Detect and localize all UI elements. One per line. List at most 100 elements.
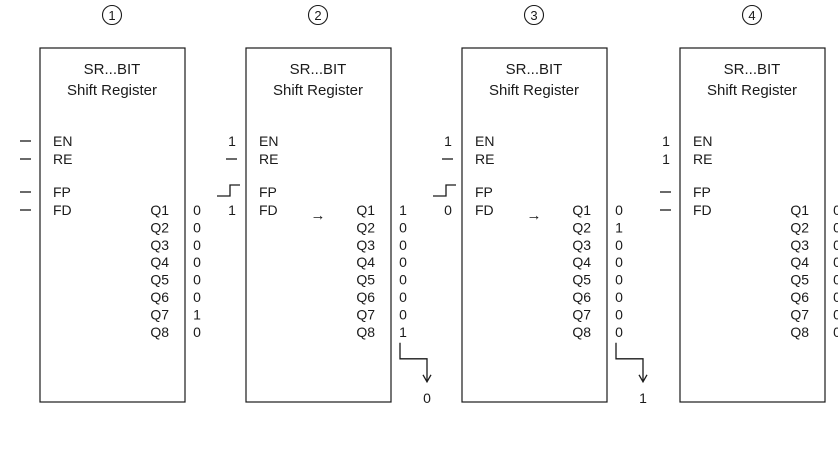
block-type: SR...BIT	[506, 61, 563, 78]
register-box	[461, 47, 608, 403]
output-value-q3: 0	[193, 237, 201, 253]
output-value-q4: 0	[193, 254, 201, 270]
step-marker-circle	[307, 4, 329, 26]
shifted-out-bit: 1	[639, 390, 647, 406]
input-state-value: 1	[228, 202, 236, 218]
register-box	[245, 47, 392, 403]
shift-arrow-icon: →	[311, 207, 326, 224]
output-label-q3: Q3	[572, 237, 591, 253]
output-value-q7: 0	[399, 306, 407, 322]
block-type: SR...BIT	[290, 61, 347, 78]
output-label-q1: Q1	[572, 202, 591, 218]
output-value-q8: 0	[833, 324, 838, 340]
output-value-q4: 0	[833, 254, 838, 270]
block-name: Shift Register	[707, 82, 797, 99]
shift-out-line	[615, 342, 644, 381]
output-label-q2: Q2	[150, 219, 169, 235]
step-marker-circle	[741, 4, 763, 26]
input-label-re: RE	[259, 151, 278, 167]
output-value-q6: 0	[615, 289, 623, 305]
block-name: Shift Register	[489, 82, 579, 99]
output-value-q5: 0	[193, 272, 201, 288]
output-value-q4: 0	[615, 254, 623, 270]
input-label-en: EN	[53, 133, 72, 149]
output-label-q4: Q4	[790, 254, 809, 270]
output-value-q5: 0	[399, 272, 407, 288]
input-label-fd: FD	[259, 202, 278, 218]
step-number: 2	[314, 8, 321, 23]
output-label-q4: Q4	[572, 254, 591, 270]
output-value-q1: 0	[193, 202, 201, 218]
input-label-re: RE	[53, 151, 72, 167]
arrow-down-icon	[638, 374, 648, 384]
input-state-value: 0	[444, 202, 452, 218]
output-label-q6: Q6	[150, 289, 169, 305]
step-number: 4	[748, 8, 755, 23]
rising-edge-pulse	[217, 184, 240, 197]
output-label-q5: Q5	[150, 272, 169, 288]
shifted-out-bit: 0	[423, 390, 431, 406]
step-marker-circle	[101, 4, 123, 26]
output-value-q1: 0	[833, 202, 838, 218]
output-value-q3: 0	[615, 237, 623, 253]
rising-edge-pulse	[433, 184, 456, 197]
output-label-q1: Q1	[150, 202, 169, 218]
output-value-q6: 0	[193, 289, 201, 305]
output-label-q8: Q8	[356, 324, 375, 340]
arrow-down-icon	[422, 374, 432, 384]
output-value-q8: 1	[399, 324, 407, 340]
step-number: 3	[530, 8, 537, 23]
input-state-value: 1	[444, 133, 452, 149]
output-value-q5: 0	[833, 272, 838, 288]
output-label-q8: Q8	[150, 324, 169, 340]
output-label-q4: Q4	[356, 254, 375, 270]
output-value-q7: 1	[193, 306, 201, 322]
output-value-q2: 0	[399, 219, 407, 235]
output-label-q6: Q6	[790, 289, 809, 305]
output-label-q7: Q7	[150, 306, 169, 322]
output-value-q8: 0	[615, 324, 623, 340]
output-value-q2: 1	[615, 219, 623, 235]
output-value-q6: 0	[833, 289, 838, 305]
shift-out-line	[399, 342, 428, 381]
output-label-q5: Q5	[356, 272, 375, 288]
output-label-q8: Q8	[790, 324, 809, 340]
block-type: SR...BIT	[724, 61, 781, 78]
output-label-q5: Q5	[790, 272, 809, 288]
input-label-fd: FD	[475, 202, 494, 218]
input-label-fp: FP	[53, 184, 71, 200]
output-value-q4: 0	[399, 254, 407, 270]
output-value-q3: 0	[399, 237, 407, 253]
block-name: Shift Register	[67, 82, 157, 99]
output-label-q7: Q7	[356, 306, 375, 322]
block-name: Shift Register	[273, 82, 363, 99]
output-label-q3: Q3	[790, 237, 809, 253]
shift-arrow-icon: →	[527, 207, 542, 224]
output-label-q4: Q4	[150, 254, 169, 270]
output-label-q2: Q2	[356, 219, 375, 235]
output-label-q3: Q3	[356, 237, 375, 253]
input-label-en: EN	[693, 133, 712, 149]
output-value-q2: 0	[833, 219, 838, 235]
input-state-value: 1	[662, 151, 670, 167]
input-label-en: EN	[475, 133, 494, 149]
input-label-fd: FD	[693, 202, 712, 218]
register-box	[39, 47, 186, 403]
input-label-fp: FP	[475, 184, 493, 200]
block-type: SR...BIT	[84, 61, 141, 78]
output-value-q7: 0	[615, 306, 623, 322]
output-value-q8: 0	[193, 324, 201, 340]
output-value-q2: 0	[193, 219, 201, 235]
output-label-q5: Q5	[572, 272, 591, 288]
output-label-q6: Q6	[356, 289, 375, 305]
input-label-fp: FP	[259, 184, 277, 200]
output-label-q7: Q7	[572, 306, 591, 322]
step-number: 1	[108, 8, 115, 23]
output-label-q7: Q7	[790, 306, 809, 322]
